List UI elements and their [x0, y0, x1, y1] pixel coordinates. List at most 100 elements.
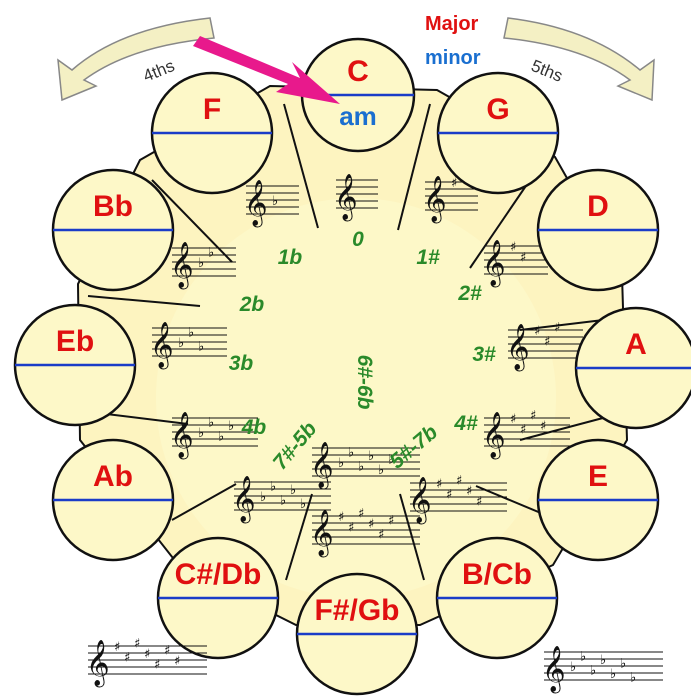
key-signature-count: 4# — [453, 412, 478, 435]
flat-icon: ♭ — [178, 336, 184, 351]
legend-major: Major — [425, 13, 479, 35]
sharp-icon: ♯ — [446, 488, 452, 503]
key-circle: F — [150, 71, 274, 195]
sharp-icon: ♯ — [378, 528, 384, 543]
flat-icon: ♭ — [272, 194, 278, 209]
key-circle: G — [436, 71, 560, 195]
treble-clef-icon: 𝄞 — [310, 442, 334, 490]
inner-circle — [156, 198, 556, 598]
flat-icon: ♭ — [270, 480, 276, 495]
flat-icon: ♭ — [348, 446, 354, 461]
major-key-label: C — [347, 55, 369, 88]
sector-divider — [285, 493, 313, 581]
key-signature-count: 0 — [352, 228, 364, 251]
key-signature-staff: 𝄞♯ — [423, 176, 478, 224]
treble-clef-icon: 𝄞 — [334, 174, 358, 222]
fifths-arrow — [503, 17, 655, 102]
sector-divider — [397, 103, 431, 231]
flat-icon: ♭ — [338, 456, 344, 471]
sharp-icon: ♯ — [164, 644, 170, 659]
key-signature-staff: 𝄞♯♯♯ — [506, 321, 583, 372]
major-key-label: B/Cb — [462, 558, 532, 591]
sharp-icon: ♯ — [476, 495, 482, 510]
key-signature-count: 3# — [472, 343, 496, 366]
flat-icon: ♭ — [188, 326, 194, 341]
major-key-label: Eb — [56, 325, 94, 358]
key-signature-staff: 𝄞♯♯♯♯♯ — [408, 474, 507, 525]
treble-clef-icon: 𝄞 — [423, 176, 447, 224]
sharp-icon: ♯ — [520, 423, 526, 438]
flat-icon: ♭ — [228, 419, 234, 434]
major-key-label: G — [486, 93, 509, 126]
sharp-icon: ♯ — [368, 517, 374, 532]
sharp-icon: ♯ — [540, 419, 546, 434]
sharp-icon: ♯ — [451, 176, 457, 191]
flat-icon: ♭ — [300, 497, 306, 512]
treble-clef-icon: 𝄞 — [506, 324, 530, 372]
sector-divider — [171, 483, 237, 521]
sharp-icon: ♯ — [134, 637, 140, 652]
major-key-label: C#/Db — [175, 558, 262, 591]
treble-clef-icon: 𝄞 — [170, 242, 194, 290]
fourths-arrow — [57, 17, 215, 102]
major-key-label: Ab — [93, 460, 133, 493]
sharp-icon: ♯ — [520, 251, 526, 266]
pointer-arrow — [193, 36, 340, 104]
sharp-icon: ♯ — [174, 654, 180, 669]
key-signature-staff: 𝄞♭♭♭♭♭♭ — [310, 442, 420, 490]
flat-icon: ♭ — [198, 426, 204, 441]
treble-clef-icon: 𝄞 — [232, 476, 256, 524]
sharp-icon: ♯ — [530, 409, 536, 424]
sharp-icon: ♯ — [144, 647, 150, 662]
key-signature-staff: 𝄞 ♯ ♯ ♯ ♯ — [482, 409, 570, 460]
key-circle: D — [536, 168, 660, 292]
flat-icon: ♭ — [600, 653, 606, 668]
flat-icon: ♭ — [378, 463, 384, 478]
flat-icon: ♭ — [630, 671, 636, 686]
flat-icon: ♭ — [218, 430, 224, 445]
sharp-icon: ♯ — [510, 240, 516, 255]
major-key-label: F#/Gb — [314, 594, 399, 627]
key-signature-staff: 𝄞♭♭♭♭♭ — [232, 476, 331, 524]
sharp-icon: ♯ — [338, 510, 344, 525]
legend-minor: minor — [425, 47, 481, 69]
flat-icon: ♭ — [620, 657, 626, 672]
flat-icon: ♭ — [208, 416, 214, 431]
fifths-label: 5ths — [529, 56, 566, 86]
treble-clef-icon: 𝄞 — [408, 477, 432, 525]
treble-clef-icon: 𝄞 — [244, 180, 268, 228]
treble-clef-icon: 𝄞 — [170, 412, 194, 460]
key-circle: Ab — [51, 438, 175, 562]
flat-icon: ♭ — [610, 667, 616, 682]
sharp-icon: ♯ — [534, 324, 540, 339]
treble-clef-icon: 𝄞 — [310, 510, 334, 558]
flat-icon: ♭ — [580, 650, 586, 665]
key-signature-count: 2b — [239, 293, 265, 316]
key-circle: F#/Gb — [295, 572, 419, 696]
sharp-icon: ♯ — [510, 412, 516, 427]
flat-icon: ♭ — [208, 246, 214, 261]
key-signature-staff: 𝄞♭♭♭♭♭♭♭ — [542, 646, 663, 694]
major-key-label: D — [587, 190, 609, 223]
key-signature-staff: 𝄞♯♯♯♯♯♯♯ — [86, 637, 207, 688]
treble-clef-icon: 𝄞 — [482, 412, 506, 460]
key-signature-count: 6#-6b — [353, 355, 376, 410]
key-signature-count: 1b — [278, 246, 303, 269]
key-circle: Eb — [13, 303, 137, 427]
sector-divider — [283, 103, 319, 229]
flat-icon: ♭ — [260, 490, 266, 505]
flat-icon: ♭ — [198, 340, 204, 355]
minor-key-label: am — [339, 101, 377, 131]
major-key-label: Bb — [93, 190, 133, 223]
flat-icon: ♭ — [388, 453, 394, 468]
sharp-icon: ♯ — [456, 474, 462, 489]
flat-icon: ♭ — [358, 460, 364, 475]
key-signature-count: 4b — [241, 416, 267, 439]
treble-clef-icon: 𝄞 — [86, 640, 110, 688]
key-circle: E — [536, 438, 660, 562]
fourths-label: 4ths — [140, 56, 177, 86]
key-circle: B/Cb — [435, 536, 559, 660]
sharp-icon: ♯ — [114, 640, 120, 655]
key-circle: A — [574, 306, 691, 430]
